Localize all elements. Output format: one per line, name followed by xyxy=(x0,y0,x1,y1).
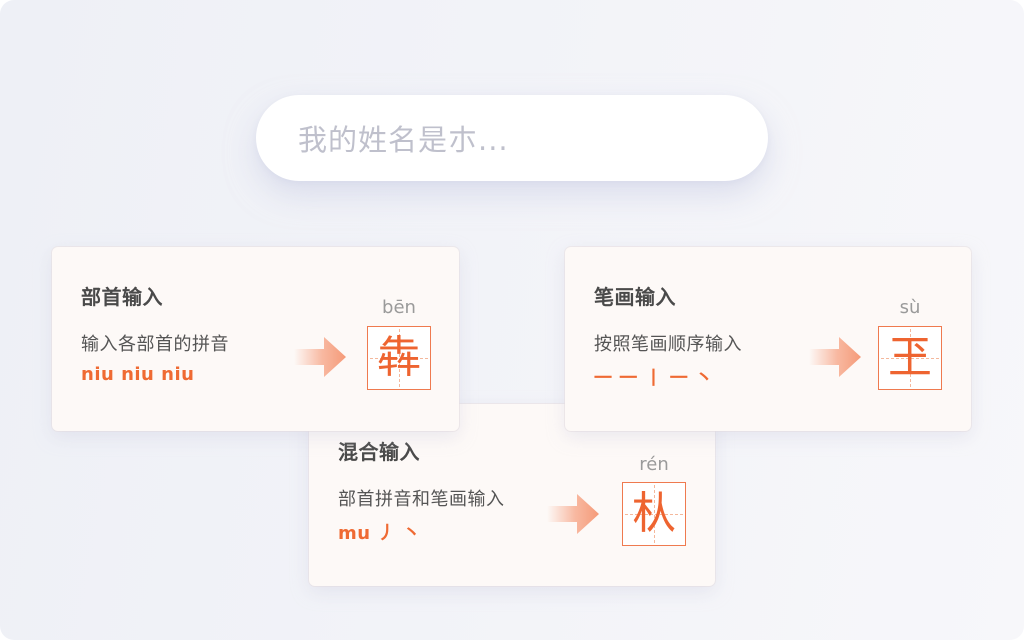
input-example: niu niu niu xyxy=(81,364,195,385)
result-pinyin: sù xyxy=(899,297,921,318)
card-title: 部首输入 xyxy=(81,285,163,309)
result-pinyin: bēn xyxy=(382,297,416,318)
card-title: 混合输入 xyxy=(338,440,420,464)
result-character: 朲 xyxy=(632,488,676,539)
result-character: 犇 xyxy=(377,332,421,383)
guide-line-vertical xyxy=(910,329,911,387)
card-description: 部首拼音和笔画输入 xyxy=(338,489,505,510)
result-character-box: 犇 xyxy=(367,326,431,390)
card-description: 按照笔画顺序输入 xyxy=(594,334,742,355)
result-character-box: 朲 xyxy=(622,482,686,546)
card-title: 笔画输入 xyxy=(594,285,676,309)
arrow-right-icon xyxy=(809,337,861,377)
arrow-right-icon xyxy=(547,494,599,534)
card-radical-input: 部首输入 输入各部首的拼音 niu niu niu bēn 犇 xyxy=(52,247,459,431)
arrow-right-icon xyxy=(294,337,346,377)
card-description: 输入各部首的拼音 xyxy=(81,334,229,355)
guide-line-vertical xyxy=(654,485,655,543)
card-stroke-input: 笔画输入 按照笔画顺序输入 一 一 丨 一 丶 sù 玊 xyxy=(565,247,971,431)
input-example: 一 一 丨 一 丶 xyxy=(594,368,714,389)
name-search-input[interactable]: 我的姓名是朩... xyxy=(256,95,768,181)
result-pinyin: rén xyxy=(639,454,669,475)
card-mixed-input: 混合输入 部首拼音和笔画输入 mu 丿 丶 rén 朲 xyxy=(309,404,715,586)
result-character-box: 玊 xyxy=(878,326,942,390)
input-example: mu 丿 丶 xyxy=(338,523,422,544)
search-placeholder: 我的姓名是朩... xyxy=(298,123,509,157)
guide-line-vertical xyxy=(399,329,400,387)
result-character: 玊 xyxy=(888,332,932,383)
